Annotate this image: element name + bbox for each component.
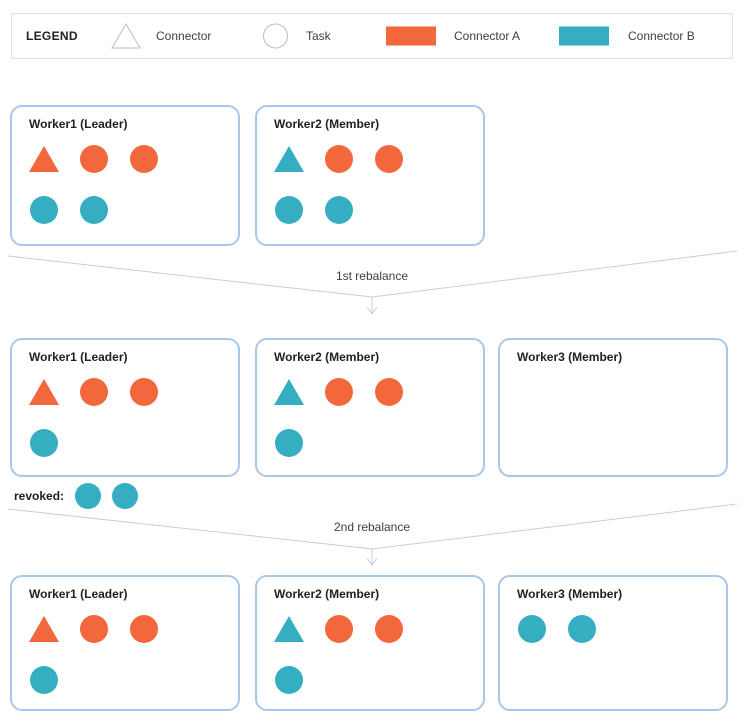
worker-box: Worker2 (Member) [255, 338, 485, 477]
worker-box: Worker1 (Leader) [10, 338, 240, 477]
connector-b-icon [273, 377, 305, 406]
task-a-icon [128, 614, 160, 643]
worker-title: Worker1 (Leader) [29, 117, 128, 131]
task-a-icon [128, 144, 160, 173]
shape-row [273, 377, 405, 406]
worker-title: Worker2 (Member) [274, 350, 380, 364]
shape-row [28, 144, 160, 173]
task-b-icon [566, 614, 598, 643]
task-b-icon [112, 483, 139, 509]
first-rebalance-line [371, 250, 738, 298]
connector-a-icon [28, 144, 60, 173]
worker-title: Worker3 (Member) [517, 587, 623, 601]
revoked-row: revoked: [14, 483, 139, 509]
worker-title: Worker1 (Leader) [29, 587, 128, 601]
worker-box: Worker1 (Leader) [10, 105, 240, 246]
legend: LEGEND Connector Task Connector A Connector… [11, 13, 733, 59]
shape-row [28, 665, 60, 694]
worker-box: Worker2 (Member) [255, 575, 485, 711]
task-b-icon [28, 665, 60, 694]
connector-a-icon [28, 377, 60, 406]
task-b-icon [516, 614, 548, 643]
second-rebalance-line [7, 508, 373, 564]
worker-title: Worker2 (Member) [274, 587, 380, 601]
legend-title: LEGEND [26, 29, 78, 43]
task-a-icon [78, 377, 110, 406]
worker-title: Worker2 (Member) [274, 117, 380, 131]
shape-row [28, 195, 110, 224]
task-b-icon [28, 195, 60, 224]
revoked-label: revoked: [14, 489, 65, 503]
legend-item-label: Connector B [628, 29, 695, 43]
legend-item-label: Task [306, 29, 331, 43]
worker-box: Worker2 (Member) [255, 105, 485, 246]
worker-box: Worker3 (Member) [498, 338, 728, 477]
legend-item-label: Connector [156, 29, 212, 43]
rebalance-label-1: 1st rebalance [335, 269, 409, 283]
shape-row [28, 377, 160, 406]
task-a-icon [373, 144, 405, 173]
task-b-icon [28, 428, 60, 457]
task-b-icon [273, 428, 305, 457]
task-b-icon [273, 195, 305, 224]
worker-title: Worker1 (Leader) [29, 350, 128, 364]
shape-row [28, 428, 60, 457]
task-a-icon [78, 144, 110, 173]
shape-row [273, 144, 405, 173]
task-b-icon [75, 483, 102, 509]
task-circle-outline-icon [263, 23, 288, 49]
first-rebalance-line [7, 255, 373, 313]
task-a-icon [323, 614, 355, 643]
second-rebalance-line [371, 503, 738, 550]
worker-box: Worker3 (Member) [498, 575, 728, 711]
connector-a-swatch [386, 26, 436, 46]
task-b-icon [78, 195, 110, 224]
shape-row [28, 614, 160, 643]
shape-row [273, 614, 405, 643]
task-a-icon [323, 144, 355, 173]
task-a-icon [78, 614, 110, 643]
task-b-icon [273, 665, 305, 694]
second-rebalance-arrowhead-icon [366, 557, 378, 566]
worker-box: Worker1 (Leader) [10, 575, 240, 711]
connector-a-icon [28, 614, 60, 643]
first-rebalance-arrowhead-icon [366, 306, 378, 315]
connector-b-swatch [559, 26, 609, 46]
task-b-icon [323, 195, 355, 224]
shape-row [273, 665, 305, 694]
shape-row [273, 428, 305, 457]
connector-b-icon [273, 614, 305, 643]
connector-b-icon [273, 144, 305, 173]
task-a-icon [373, 614, 405, 643]
connector-triangle-outline-icon [111, 23, 141, 49]
task-a-icon [373, 377, 405, 406]
worker-title: Worker3 (Member) [517, 350, 623, 364]
legend-item-label: Connector A [454, 29, 521, 43]
shape-row [516, 614, 598, 643]
rebalance-label-2: 2nd rebalance [333, 520, 411, 534]
shape-row [273, 195, 355, 224]
task-a-icon [128, 377, 160, 406]
task-a-icon [323, 377, 355, 406]
